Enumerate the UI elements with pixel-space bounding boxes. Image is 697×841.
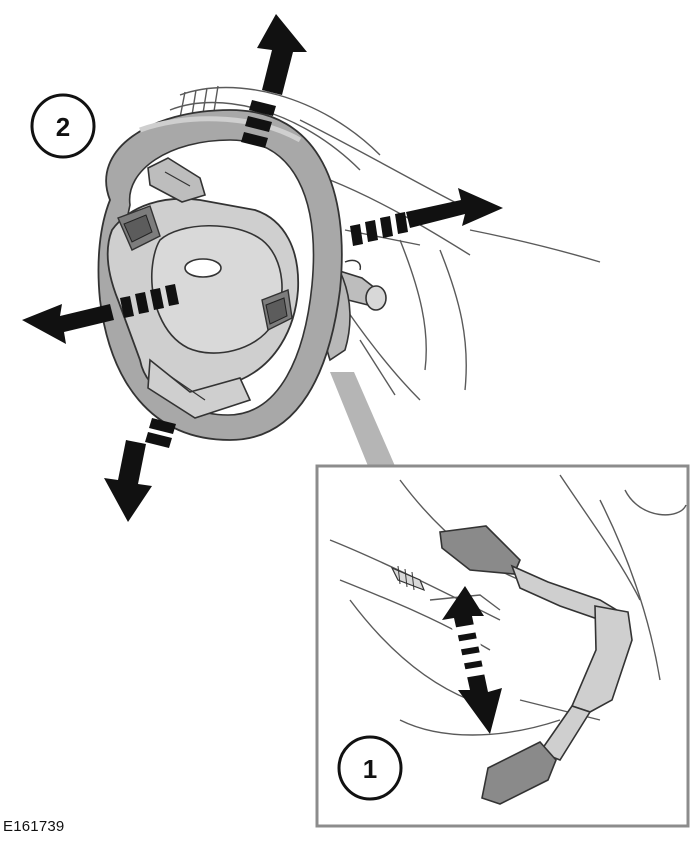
connector-detail: [390, 565, 426, 592]
arrow-left: [22, 284, 179, 344]
upper-pedal: [439, 525, 622, 625]
callout-2-label: 2: [56, 112, 70, 142]
steering-wheel: [97, 109, 343, 441]
arrow-down: [104, 418, 176, 522]
arrow-up: [241, 14, 307, 148]
callout-1-label: 1: [363, 754, 377, 784]
pedal-detail-inset: 1: [315, 464, 690, 828]
arrow-right: [350, 188, 503, 246]
arrow-up-down: [442, 586, 502, 734]
callout-2: 2: [30, 93, 96, 159]
detail-pointer: [330, 372, 395, 466]
lower-pedal: [481, 605, 633, 805]
dashboard-linework: [169, 85, 601, 401]
figure-reference-code: E161739: [3, 818, 65, 835]
callout-1: 1: [337, 735, 403, 801]
